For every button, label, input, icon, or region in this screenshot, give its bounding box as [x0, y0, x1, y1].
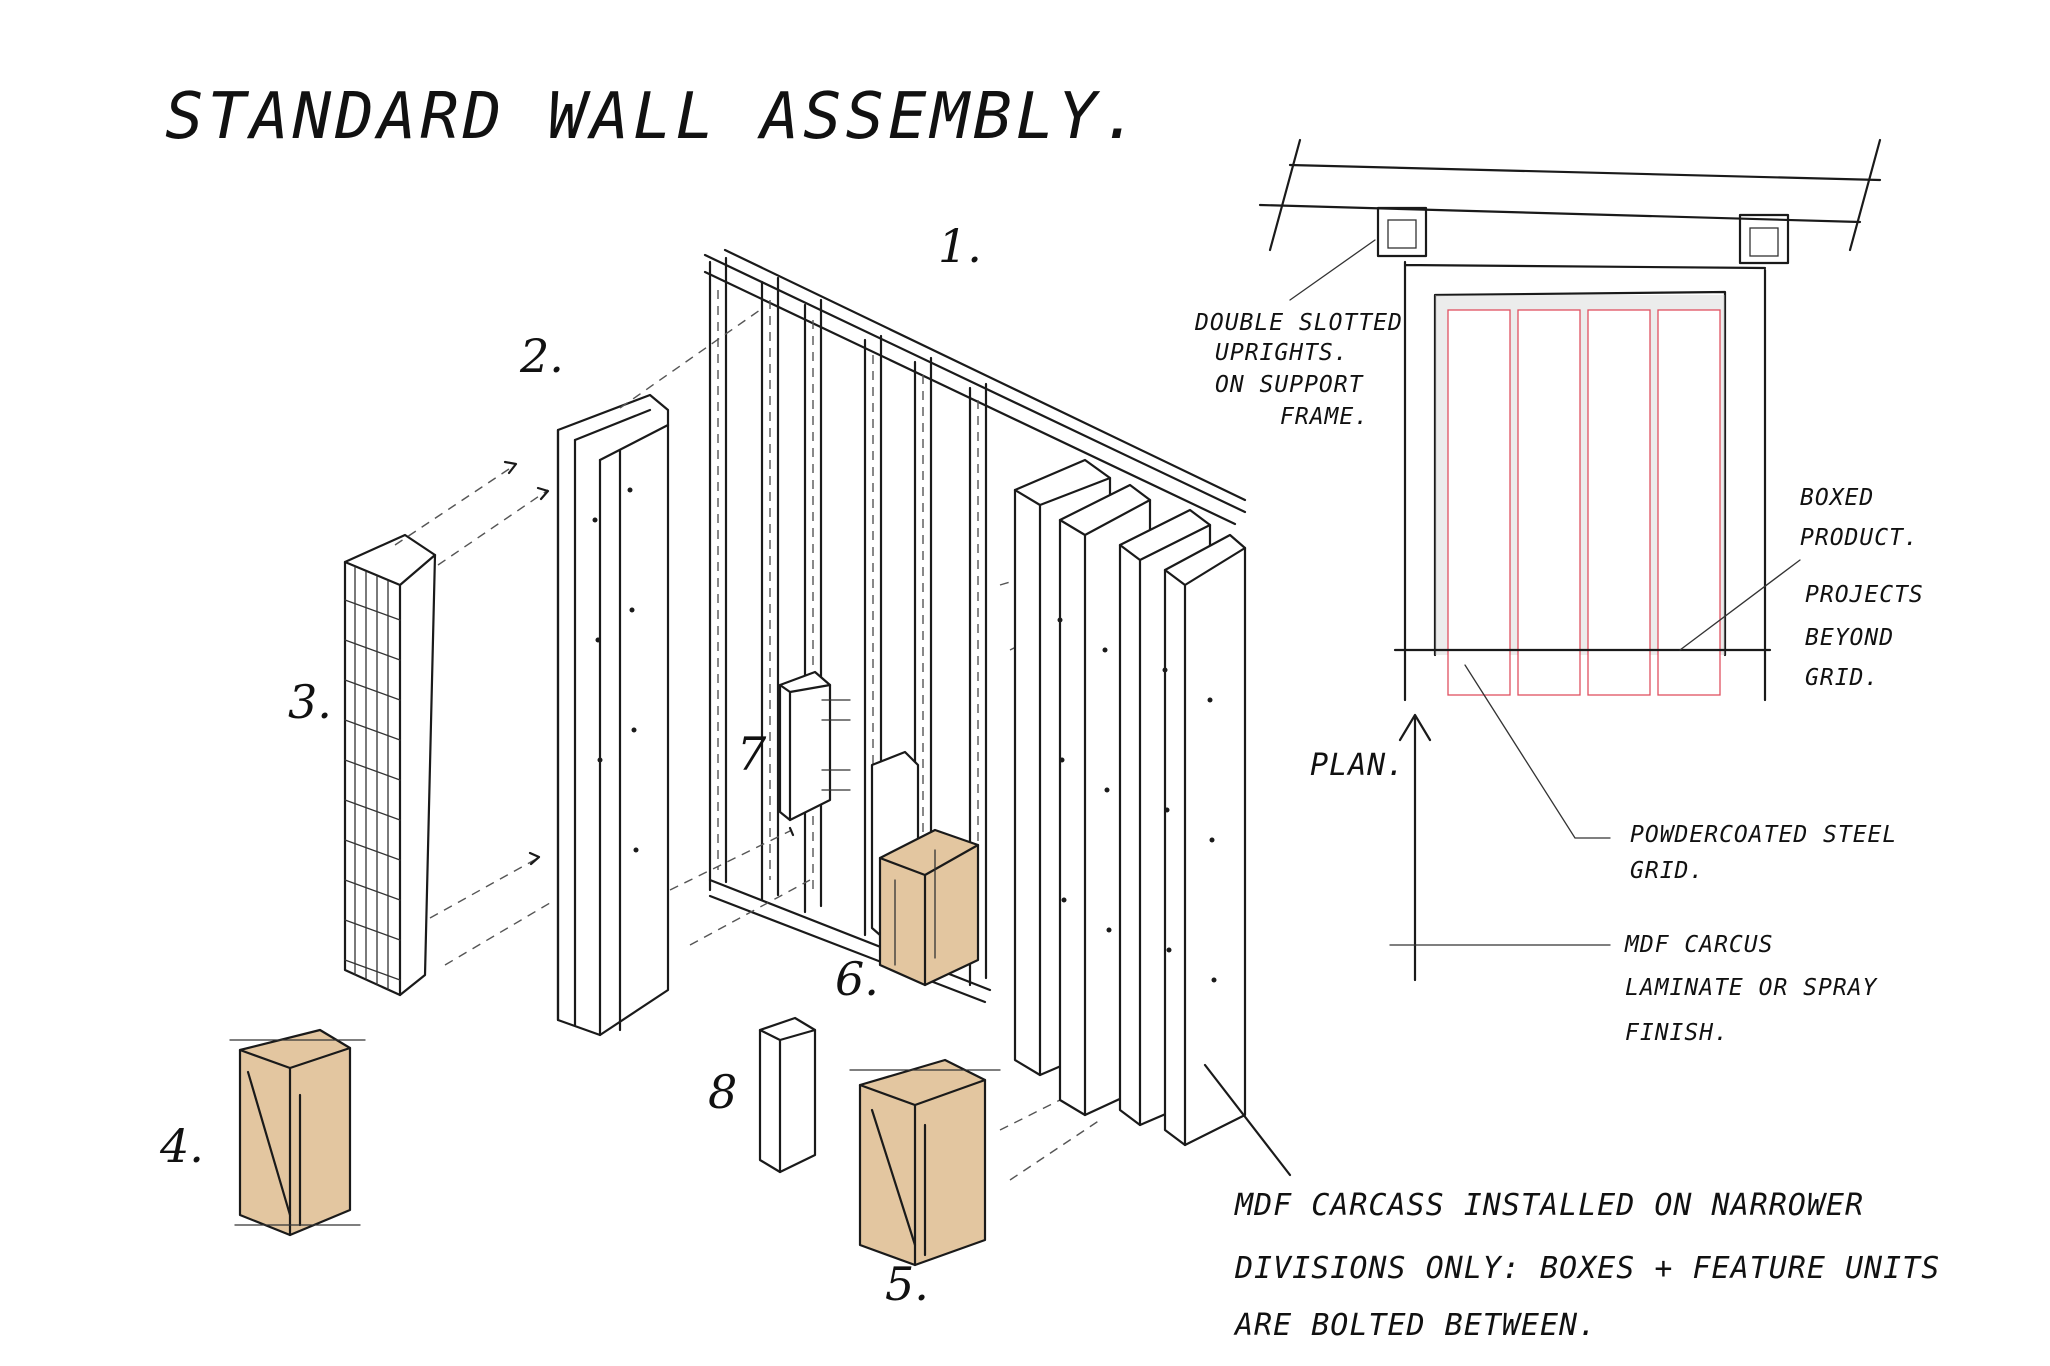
note-grid-line: GRID.: [1630, 858, 1704, 884]
note-boxed-line: BEYOND: [1805, 625, 1894, 651]
panel-8: [758, 1016, 817, 1174]
drawing-title: STANDARD WALL ASSEMBLY.: [165, 80, 1143, 154]
note-uprights-line: UPRIGHTS.: [1215, 340, 1349, 366]
note-uprights-line: DOUBLE SLOTTED: [1194, 310, 1403, 336]
plan-leaders: [1289, 239, 1801, 839]
steel-grid-panel-3: [343, 533, 437, 997]
mdf-panel-2: [556, 393, 670, 1037]
wood-box-4: [229, 1028, 366, 1237]
callout-3: 3.: [288, 675, 332, 729]
main-note-line: ARE BOLTED BETWEEN.: [1233, 1308, 1597, 1343]
note-boxed-line: PROJECTS: [1805, 582, 1924, 608]
note-boxed-line: PRODUCT.: [1800, 525, 1919, 551]
note-boxed-line: GRID.: [1805, 665, 1879, 691]
callout-2: 2.: [519, 329, 564, 383]
feature-unit-7: [778, 670, 851, 822]
wood-box-5: [849, 1058, 1001, 1267]
main-note-line: DIVISIONS ONLY: BOXES + FEATURE UNITS: [1234, 1251, 1940, 1286]
note-uprights-line: FRAME.: [1280, 404, 1369, 430]
note-carcus-line: LAMINATE OR SPRAY: [1625, 975, 1879, 1001]
note-grid-line: POWDERCOATED STEEL: [1630, 822, 1897, 848]
wood-box-6: [870, 750, 980, 987]
note-carcus-line: FINISH.: [1625, 1020, 1729, 1046]
main-note: MDF CARCASS INSTALLED ON NARROWER DIVISI…: [1233, 1188, 1959, 1343]
callout-6: 6.: [835, 952, 879, 1006]
callout-5: 5.: [885, 1257, 929, 1311]
main-note-leader: [1203, 1063, 1292, 1177]
note-boxed-line: BOXED: [1800, 485, 1874, 511]
callout-4: 4.: [159, 1119, 204, 1173]
note-powdercoated-grid: POWDERCOATED STEEL GRID.: [1630, 822, 1912, 884]
callout-7: 7: [737, 727, 767, 781]
plan-view: [1258, 138, 1882, 982]
callout-1: 1.: [938, 219, 982, 273]
mdf-panels-right: [1013, 458, 1247, 1147]
note-mdf-carcus: MDF CARCUS LAMINATE OR SPRAY FINISH.: [1624, 932, 1892, 1046]
note-uprights-line: ON SUPPORT: [1215, 372, 1364, 398]
note-uprights: DOUBLE SLOTTED UPRIGHTS. ON SUPPORT FRAM…: [1194, 310, 1418, 430]
main-note-line: MDF CARCASS INSTALLED ON NARROWER: [1234, 1188, 1864, 1223]
callout-8: 8: [708, 1065, 737, 1119]
note-carcus-line: MDF CARCUS: [1624, 932, 1773, 958]
plan-label: PLAN.: [1310, 748, 1405, 783]
note-boxed-product: BOXED PRODUCT. PROJECTS BEYOND GRID.: [1800, 485, 1939, 691]
